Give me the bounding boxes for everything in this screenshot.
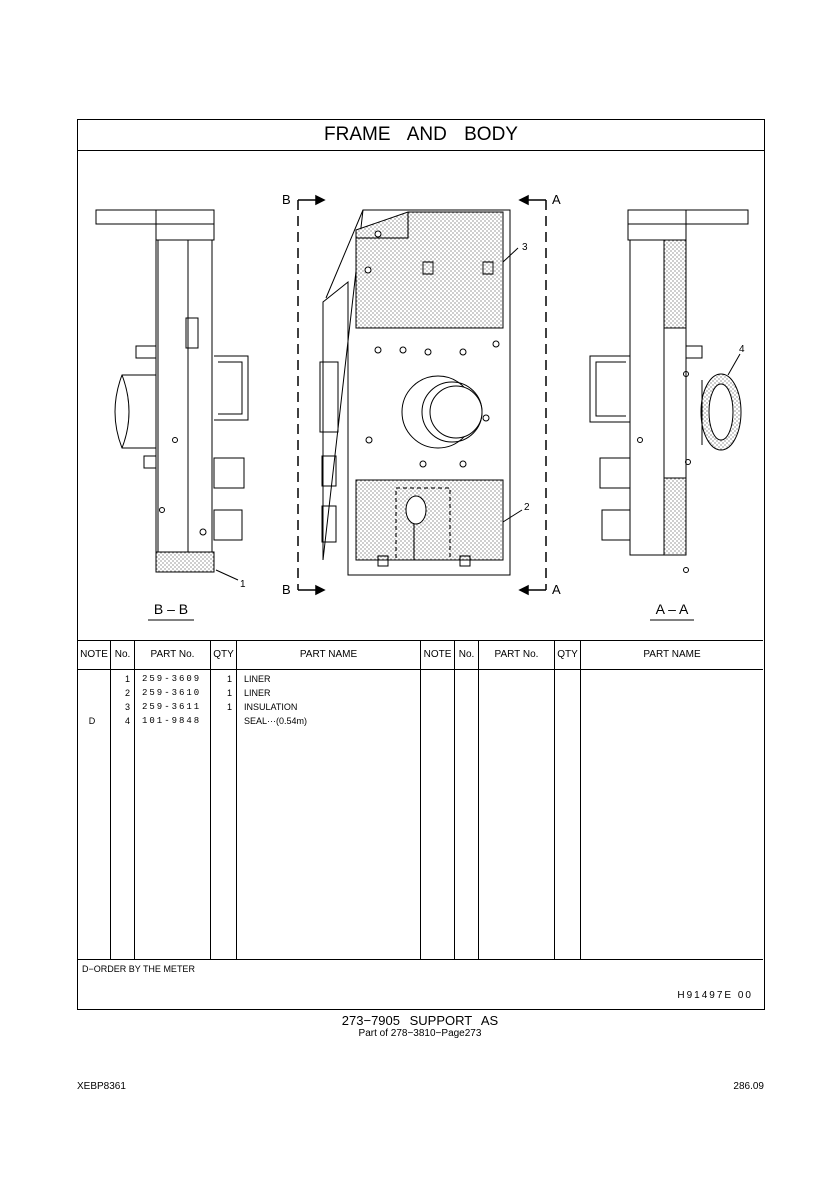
header-no: No. xyxy=(114,649,131,660)
page-number: 286.09 xyxy=(733,1081,764,1092)
view-label-a-a: A – A xyxy=(656,601,689,617)
header-qty: QTY xyxy=(213,649,234,660)
parts-sheet: FRAME AND BODY xyxy=(77,119,765,1010)
page-title: FRAME AND BODY xyxy=(78,120,764,151)
section-b-top: B xyxy=(282,192,291,207)
header-part-no: PART No. xyxy=(150,649,195,660)
view-a-a xyxy=(589,209,749,573)
callout-2: 2 xyxy=(502,502,530,523)
header-qty-2: QTY xyxy=(557,649,578,660)
footer-subtitle: Part of 278−3810−Page273 xyxy=(358,1028,482,1039)
header-part-name-2: PART NAME xyxy=(643,649,701,660)
header-note: NOTE xyxy=(80,649,108,660)
callout-3: 3 xyxy=(502,242,528,263)
svg-text:1: 1 xyxy=(240,579,246,590)
section-lines xyxy=(297,194,547,596)
drawing-number: H91497E 00 xyxy=(677,990,753,1001)
center-view xyxy=(319,209,511,576)
section-a-top: A xyxy=(552,192,561,207)
callout-4: 4 xyxy=(727,344,745,376)
parts-drawing: 1 B – B B B A A xyxy=(95,192,749,621)
header-no-2: No. xyxy=(458,649,475,660)
footer-title: 273−7905 SUPPORT AS xyxy=(341,1013,499,1028)
callout-1: 1 xyxy=(215,569,246,590)
svg-text:4: 4 xyxy=(739,344,745,355)
section-a-bottom: A xyxy=(552,582,561,597)
parts-table: NOTE No. PART No. QTY PART NAME NOTE No.… xyxy=(78,640,763,960)
svg-text:2: 2 xyxy=(524,502,530,513)
svg-text:3: 3 xyxy=(522,242,528,253)
notes-box: D−ORDER BY THE METER H91497E 00 xyxy=(78,959,763,1010)
header-part-name: PART NAME xyxy=(299,649,358,660)
view-b-b xyxy=(95,209,249,573)
header-part-no-2: PART No. xyxy=(494,649,539,660)
note-text: D−ORDER BY THE METER xyxy=(82,964,195,974)
section-b-bottom: B xyxy=(282,582,291,597)
header-note-2: NOTE xyxy=(423,649,452,660)
document-code: XEBP8361 xyxy=(77,1081,126,1092)
view-label-b-b: B – B xyxy=(154,601,188,617)
